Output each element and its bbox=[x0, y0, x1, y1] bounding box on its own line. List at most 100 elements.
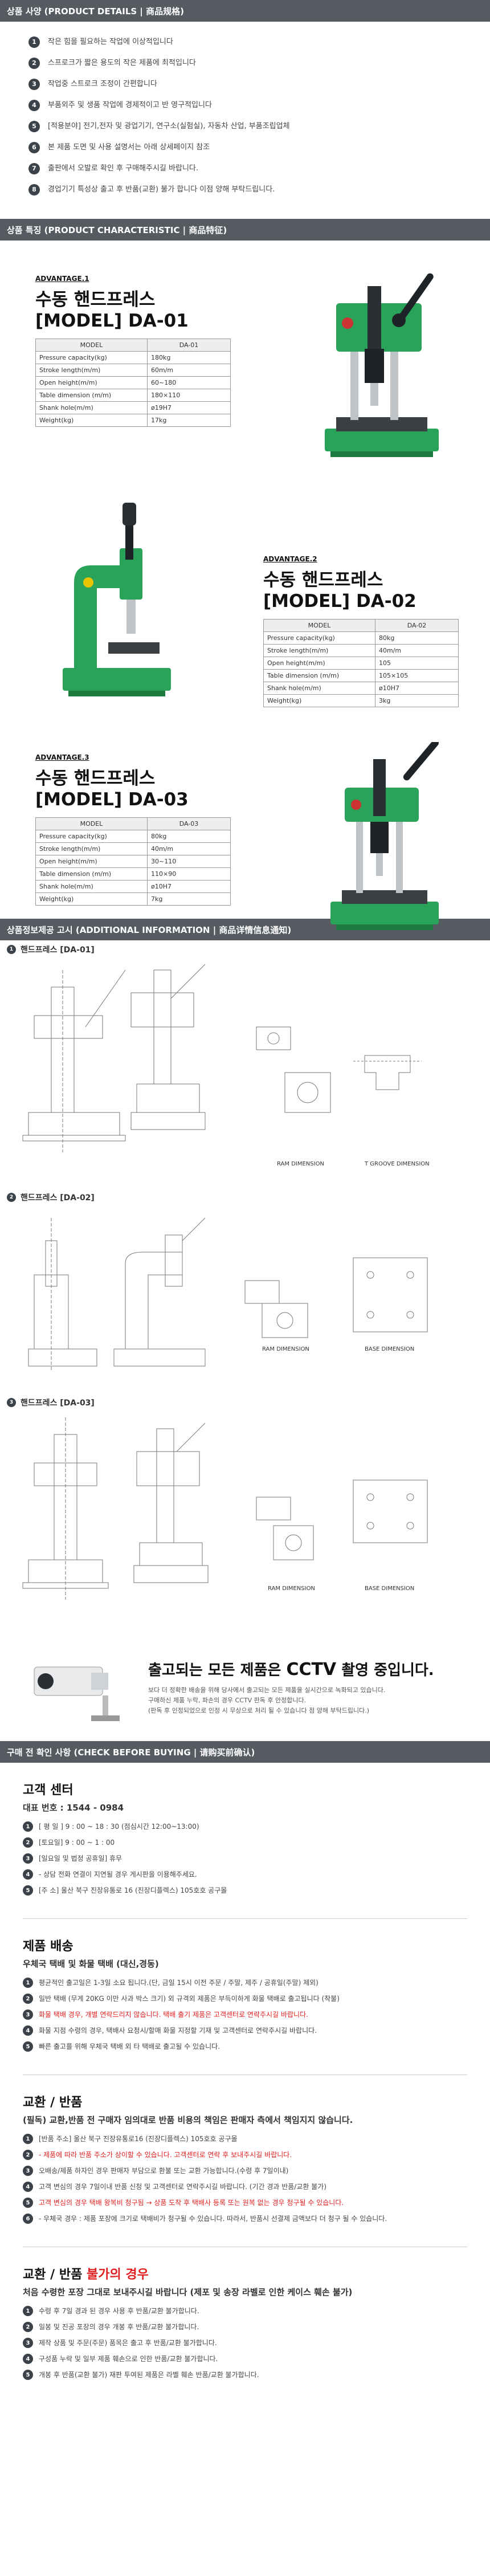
list-number: 2 bbox=[28, 58, 40, 69]
list-text: 수령 후 7일 경과 된 경우 사용 후 반품/교환 불가합니다. bbox=[39, 2307, 199, 2315]
exchange-list: 1 [반품 주소] 울산 북구 진장유통로16 (진장디플렉스) 105호호 공구… bbox=[23, 2134, 467, 2224]
spec-value: 60m/m bbox=[147, 364, 231, 377]
spec-value: 80kg bbox=[375, 631, 459, 645]
spec-label: Stroke length(m/m) bbox=[263, 644, 375, 657]
list-item: 1 수령 후 7일 경과 된 경우 사용 후 반품/교환 불가합니다. bbox=[23, 2306, 467, 2317]
advantage-title-model: [MODEL] DA-02 bbox=[263, 591, 416, 612]
list-text: 평균적인 출고일은 1-3일 소요 됩니다.(단, 금일 15시 이전 주문 /… bbox=[39, 1979, 318, 1987]
spec-row: Table dimension (m/m)105×105 bbox=[263, 669, 459, 682]
list-text: 경업기기 특성상 출고 후 반품(교환) 불가 합니다 이점 양해 부탁드립니다… bbox=[48, 185, 275, 194]
spec-label: Open height(m/m) bbox=[35, 376, 148, 389]
spec-row: Weight(kg)17kg bbox=[35, 414, 231, 427]
spec-label: Table dimension (m/m) bbox=[35, 867, 148, 881]
not-allowed-title: 교환 / 반품 불가의 경우 bbox=[23, 2268, 149, 2282]
spec-value: 17kg bbox=[147, 414, 231, 427]
list-number: 4 bbox=[23, 2025, 33, 2036]
spec-row: Stroke length(m/m)40m/m bbox=[35, 842, 231, 855]
list-item: 3[일요일 및 법정 공휴일] 휴무 bbox=[23, 1853, 467, 1864]
da03-technical-drawing bbox=[22, 1417, 428, 1600]
list-number: 2 bbox=[23, 1994, 33, 2004]
spec-label: Stroke length(m/m) bbox=[35, 364, 148, 377]
advantage-2: ADVANTAGE.2 수동 핸드프레스 [MODEL] DA-02 MODEL… bbox=[0, 491, 490, 742]
list-text: - 상담 전화 연결이 지연될 경우 게시판을 이용해주세요. bbox=[39, 1870, 197, 1878]
spec-row: Shank hole(m/m)ø10H7 bbox=[35, 880, 231, 893]
list-number: 8 bbox=[28, 184, 40, 195]
base-dimension-label: BASE DIMENSION bbox=[365, 1346, 415, 1352]
spec-value: 60~180 bbox=[147, 376, 231, 389]
list-number: 1 bbox=[23, 2306, 33, 2316]
list-item: 6- 우체국 경우 : 제품 포장에 크기로 택배비가 청구될 수 있습니다. … bbox=[23, 2214, 467, 2224]
da01-technical-drawing bbox=[22, 964, 422, 1152]
list-number: 6 bbox=[23, 2214, 33, 2224]
list-text: 작은 힘을 필요하는 작업에 이상적입니다 bbox=[48, 38, 173, 46]
list-number: 3 bbox=[28, 79, 40, 90]
advantage-label: ADVANTAGE.1 bbox=[35, 275, 89, 283]
list-number: 6 bbox=[28, 142, 40, 153]
advantage-title-ko: 수동 핸드프레스 bbox=[263, 570, 383, 590]
spec-value: 30~110 bbox=[147, 855, 231, 868]
list-number: 3 bbox=[23, 2166, 33, 2176]
spec-label: Table dimension (m/m) bbox=[35, 389, 148, 402]
list-item: 5[주 소] 울산 북구 진장유통로 16 (진장디플렉스) 105호호 공구몰 bbox=[23, 1885, 467, 1896]
hand-press-da02-photo bbox=[63, 503, 171, 696]
spec-label: Weight(kg) bbox=[35, 892, 148, 906]
spec-label: MODEL bbox=[35, 817, 148, 830]
spec-label: Table dimension (m/m) bbox=[263, 669, 375, 682]
spec-label: MODEL bbox=[263, 619, 375, 632]
hand-press-da03-photo bbox=[330, 742, 439, 930]
spec-row: Shank hole(m/m)ø10H7 bbox=[263, 682, 459, 695]
check-band: 구매 전 확인 사항 (CHECK BEFORE BUYING | 请购买前确认… bbox=[0, 1741, 490, 1763]
list-text: 일반 택배 (무게 20KG 이만 사과 박스 크기) 외 규격외 제품은 부득… bbox=[39, 1995, 340, 2003]
spec-value: 110×90 bbox=[147, 867, 231, 881]
spec-row: Pressure capacity(kg)180kg bbox=[35, 351, 231, 364]
cctv-camera-icon bbox=[34, 1666, 120, 1721]
list-number: 1 bbox=[23, 1821, 33, 1832]
spec-row: Table dimension (m/m)180×110 bbox=[35, 389, 231, 402]
list-number: 1 bbox=[23, 2134, 33, 2144]
spec-value: 105×105 bbox=[375, 669, 459, 682]
spec-row: Open height(m/m)60~180 bbox=[35, 376, 231, 389]
spec-row: Open height(m/m)30~110 bbox=[35, 855, 231, 868]
spec-label: Open height(m/m) bbox=[263, 657, 375, 670]
spec-value: ø10H7 bbox=[375, 682, 459, 695]
exchange-section: 교환 / 반품 (필독) 교환,반품 전 구매자 임의대로 반품 비용의 책임은… bbox=[0, 2075, 490, 2247]
spec-label: Pressure capacity(kg) bbox=[35, 351, 148, 364]
list-text: 일봉 및 진공 포장의 경우 개봉 후 반품/교환 불가합니다. bbox=[39, 2323, 199, 2331]
list-text: [반품 주소] 울산 북구 진장유통로16 (진장디플렉스) 105호호 공구몰 bbox=[39, 2135, 238, 2143]
da02-technical-drawing bbox=[28, 1217, 428, 1372]
spec-row: Stroke length(m/m)60m/m bbox=[35, 364, 231, 377]
list-item: 1 [반품 주소] 울산 북구 진장유통로16 (진장디플렉스) 105호호 공구… bbox=[23, 2134, 467, 2145]
spec-value: ø19H7 bbox=[147, 401, 231, 414]
list-text: 고객 변심의 경우 택배 왕복비 청구됨 → 상품 도착 후 택배사 등록 또는… bbox=[39, 2199, 344, 2207]
list-number: 3 bbox=[23, 2338, 33, 2348]
list-item: 8 경업기기 특성상 출고 후 반품(교환) 불가 합니다 이점 양해 부탁드립니… bbox=[28, 184, 467, 195]
list-number: 4 bbox=[23, 1869, 33, 1880]
list-text: 제작 상품 및 주문(주문) 품목은 출고 후 반품/교환 불가합니다. bbox=[39, 2339, 217, 2347]
spec-label: Shank hole(m/m) bbox=[35, 880, 148, 893]
cctv-notice: 출고되는 모든 제품은 CCTV 촬영 중입니다. 보다 더 정확한 배송을 위… bbox=[0, 1633, 490, 1741]
advantage-title-ko: 수동 핸드프레스 bbox=[35, 768, 156, 789]
spec-label: Shank hole(m/m) bbox=[263, 682, 375, 695]
customer-center-list: 1[ 평 일 ] 9 : 00 ~ 18 : 30 (점심시간 12:00~13… bbox=[23, 1821, 467, 1896]
list-number: 2 bbox=[23, 2322, 33, 2332]
base-dimension-label: BASE DIMENSION bbox=[365, 1585, 415, 1592]
spec-value: 3kg bbox=[375, 694, 459, 707]
divider bbox=[23, 1918, 467, 1919]
t-groove-dimension-label: T GROOVE DIMENSION bbox=[365, 1161, 430, 1167]
spec-value: 80kg bbox=[147, 830, 231, 843]
list-text: 구성품 누락 및 일부 제품 훼손으로 인한 반품/교환 불가합니다. bbox=[39, 2355, 218, 2363]
spec-value: 40m/m bbox=[375, 644, 459, 657]
